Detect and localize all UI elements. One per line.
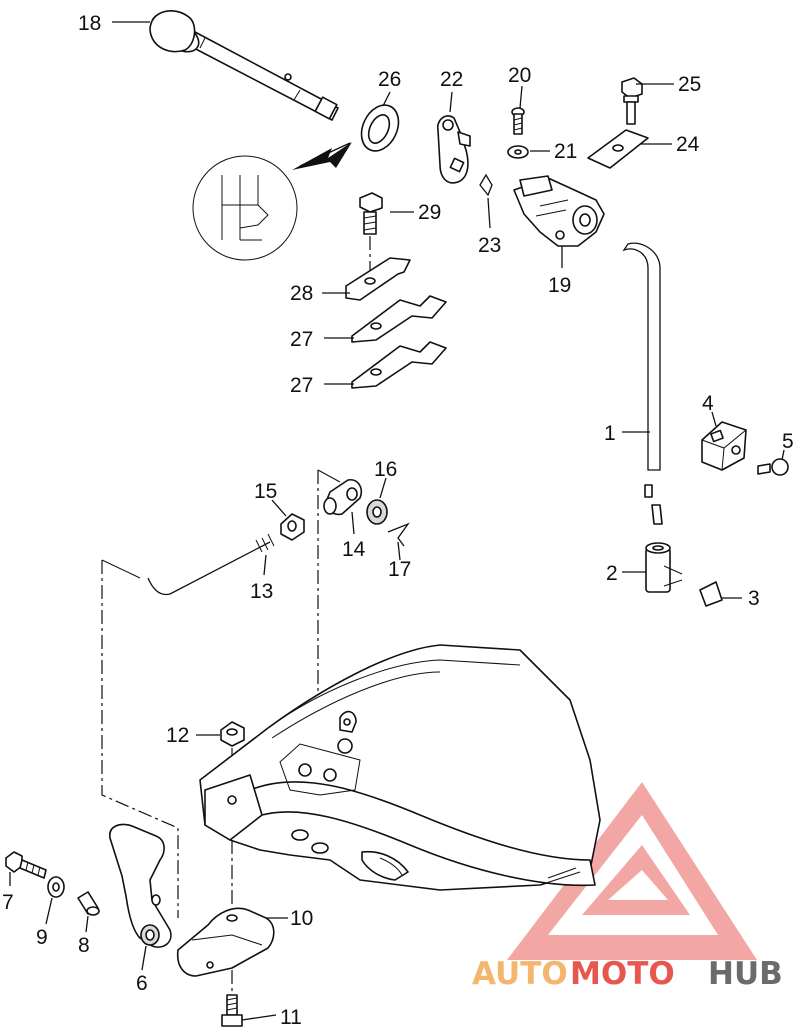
watermark-moto: MOTO [570,956,675,992]
callout-5: 5 [782,430,794,453]
part-1-rod [622,242,663,525]
callout-24: 24 [676,133,700,156]
callout-10: 10 [290,907,313,930]
callout-15: 15 [254,480,277,503]
callout-29: 29 [418,201,441,224]
callout-25: 25 [678,73,701,96]
callout-19: 19 [548,274,571,297]
callout-8: 8 [78,934,90,957]
part-17-clip [387,522,410,547]
part-4-block [701,421,747,471]
part-13-rod [147,541,271,596]
callout-11: 11 [280,1006,302,1029]
part-25-bolt [621,77,643,125]
part-27-plate-lower [351,341,447,389]
part-11-bolt [221,994,243,1027]
callout-12: 12 [166,724,189,747]
callout-23: 23 [478,234,501,257]
callout-28: 28 [290,282,313,305]
watermark-text: AUTO MOTO HUB [472,956,783,992]
callout-7: 7 [2,891,14,914]
part-19-bracket-assembly [513,175,605,247]
detail-circle [192,155,298,261]
part-8-bushing [77,891,100,916]
housing-assembly [199,644,601,891]
watermark-auto: AUTO [472,956,568,992]
part-14-clevis [323,478,363,516]
part-3-pin [699,581,723,607]
callout-9: 9 [36,926,48,949]
callout-6: 6 [136,972,148,995]
callout-1: 1 [604,422,616,445]
callout-18: 18 [78,12,101,35]
part-27-plate-upper [351,295,447,343]
part-22-lever [436,115,471,184]
callout-numbers: 18 26 22 20 21 25 24 29 23 19 28 27 27 4… [2,12,794,1029]
callout-27-upper: 27 [290,328,313,351]
part-5-screw [757,458,789,476]
callout-4: 4 [702,392,714,415]
part-7-bolt [5,851,47,879]
callout-13: 13 [250,580,273,603]
part-10-lever [176,907,275,977]
part-12-nut [220,721,245,747]
callout-26: 26 [378,68,401,91]
part-20-screw [511,107,525,135]
callout-22: 22 [440,68,463,91]
part-15-nut [280,513,305,541]
callout-14: 14 [342,538,366,561]
part-18-shift-shaft [149,10,339,121]
part-16-washer [366,499,388,525]
callout-27-lower: 27 [290,374,313,397]
watermark-hub: HUB [708,956,783,992]
leader-lines [9,21,785,1021]
part-6-bracket [109,823,172,948]
callout-20: 20 [508,64,531,87]
callout-21: 21 [554,140,577,163]
part-2-sleeve [645,542,683,593]
part-28-plate [345,257,411,301]
callout-17: 17 [388,558,411,581]
callout-16: 16 [374,458,397,481]
part-26-oil-seal [360,104,400,152]
part-23-clip [479,173,493,197]
callout-2: 2 [606,562,618,585]
callout-3: 3 [748,587,760,610]
part-9-washer [47,876,65,898]
watermark-logo [507,782,757,960]
